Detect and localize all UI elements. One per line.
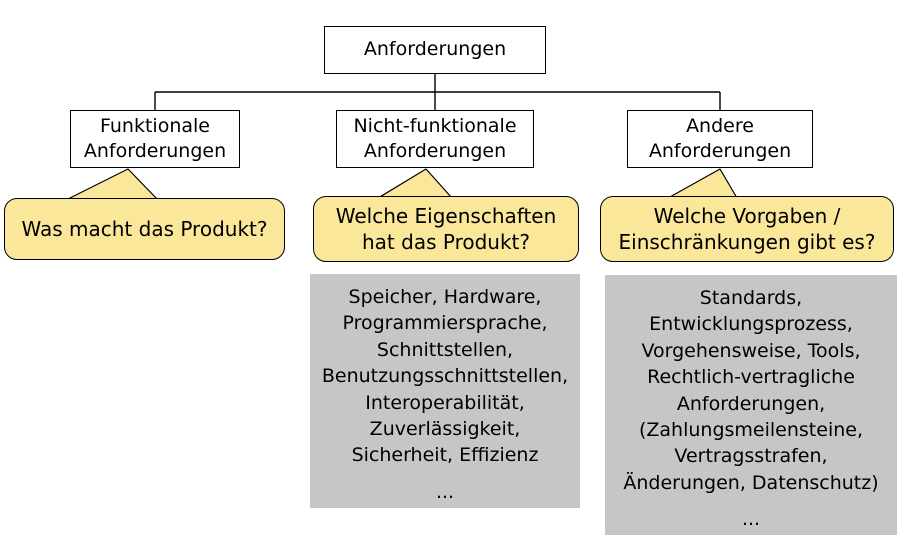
callout-text-line-2: hat das Produkt? — [362, 230, 530, 254]
detail-line: Standards, — [699, 287, 803, 309]
detail-box-andere-anforderungen: Standards, Entwicklungsprozess, Vorgehen… — [605, 275, 897, 535]
callout-nicht-funktionale-anforderungen[interactable]: Welche Eigenschaften hat das Produkt? — [313, 196, 579, 262]
node-label-line-2: Anforderungen — [83, 140, 227, 162]
detail-line: Anforderungen, — [676, 392, 826, 415]
detail-line: Vorgehensweise, Tools, — [641, 339, 861, 362]
node-label-line-1: Andere — [686, 114, 754, 137]
node-andere-anforderungen[interactable]: Andere Anforderungen — [627, 110, 813, 168]
detail-line: Speicher, Hardware, — [348, 286, 542, 308]
detail-line-ellipsis: ... — [741, 508, 761, 531]
detail-line: Vertragsstrafen, — [674, 445, 828, 468]
node-funktionale-anforderungen[interactable]: Funktionale Anforderungen — [70, 110, 240, 168]
callout-text-line-1: Welche Eigenschaften — [335, 204, 557, 228]
callout-text-line-1: Was macht das Produkt? — [21, 217, 268, 241]
detail-box-nicht-funktionale-anforderungen: Speicher, Hardware, Programmiersprache, … — [310, 274, 580, 508]
detail-line: Zuverlässigkeit, — [369, 418, 521, 441]
detail-line: (Zahlungsmeilensteine, — [638, 419, 863, 442]
node-label-line-1: Nicht-funktionale — [353, 114, 517, 137]
detail-line: Entwicklungsprozess, — [649, 313, 853, 336]
detail-line: Programmiersprache, — [342, 312, 548, 335]
detail-line: Benutzungsschnittstellen, — [321, 365, 569, 388]
detail-line-ellipsis: ... — [435, 480, 455, 503]
node-anforderungen[interactable]: Anforderungen — [324, 26, 546, 74]
callout-funktionale-anforderungen[interactable]: Was macht das Produkt? — [4, 198, 285, 260]
node-label-line-2: Anforderungen — [363, 140, 507, 162]
callout-text-line-2: Einschränkungen gibt es? — [618, 230, 876, 254]
detail-line: Rechtlich-vertragliche — [647, 366, 855, 389]
node-label-line-2: Anforderungen — [648, 140, 792, 162]
node-root-label: Anforderungen — [363, 38, 507, 61]
callout-andere-anforderungen[interactable]: Welche Vorgaben / Einschränkungen gibt e… — [600, 196, 894, 262]
detail-line: Änderungen, Datenschutz) — [623, 471, 879, 494]
detail-line: Interoperabilität, — [365, 391, 525, 414]
node-label-line-1: Funktionale — [100, 114, 210, 137]
callout-text-line-1: Welche Vorgaben / — [653, 204, 841, 228]
detail-line: Schnittstellen, — [376, 338, 514, 361]
node-nicht-funktionale-anforderungen[interactable]: Nicht-funktionale Anforderungen — [336, 110, 534, 168]
detail-line: Sicherheit, Effizienz — [351, 444, 539, 467]
